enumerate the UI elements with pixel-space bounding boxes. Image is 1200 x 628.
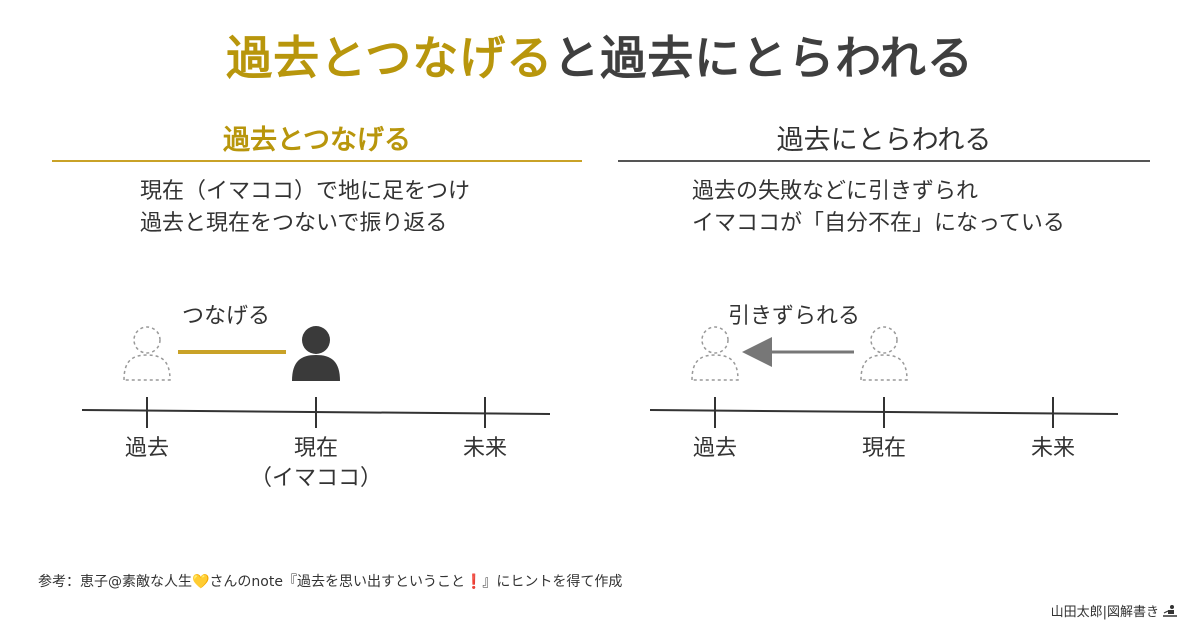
footnote-middle: さんのnote『過去を思い出すということ [209, 574, 465, 590]
left-tick-label-past: 過去 [124, 436, 169, 461]
left-present-text: 現在 [293, 436, 338, 461]
footnote-prefix: 参考：恵子@素敵な人生 [38, 574, 192, 590]
past-person-outline-icon [691, 326, 739, 381]
page-title: 過去とつなげると過去にとらわれる [0, 22, 1200, 88]
reference-footnote: 参考：恵子@素敵な人生💛さんのnote『過去を思い出すということ❗』にヒントを得… [38, 571, 622, 591]
author-credit: 山田太郎|図解書き [1051, 601, 1178, 620]
credit-text: 山田太郎|図解書き [1050, 605, 1159, 620]
past-person-outline-icon [123, 326, 171, 381]
left-present-sublabel: （イマココ） [249, 466, 382, 491]
title-rest: と過去にとらわれる [553, 31, 974, 85]
connect-label: つなげる [182, 304, 271, 329]
right-tick-label-present: 現在 [861, 436, 906, 461]
left-tick-label-present: 現在 （イマココ） [246, 434, 386, 494]
left-desc-line-2: 過去と現在をつないで振り返る [140, 211, 448, 236]
left-tick-label-future: 未来 [462, 436, 507, 461]
title-highlight: 過去とつなげる [226, 31, 554, 85]
left-description: 現在（イマココ）で地に足をつけ 過去と現在をつないで振り返る [140, 176, 470, 240]
right-desc-line-1: 過去の失敗などに引きずられ [692, 179, 979, 204]
left-heading: 過去とつなげる [223, 125, 411, 156]
right-desc-line-2: イマココが「自分不在」になっている [692, 211, 1065, 236]
left-desc-line-1: 現在（イマココ）で地に足をつけ [140, 179, 471, 204]
present-person-outline-icon [860, 326, 908, 381]
writing-person-icon [1163, 605, 1177, 617]
right-heading: 過去にとらわれる [776, 125, 992, 156]
exclamation-icon: ❗ [464, 574, 483, 590]
present-person-icon [292, 326, 340, 381]
left-divider [52, 160, 582, 162]
right-tick-label-past: 過去 [692, 436, 737, 461]
right-tick-label-future: 未来 [1030, 436, 1075, 461]
right-description: 過去の失敗などに引きずられ イマココが「自分不在」になっている [692, 176, 1065, 240]
footnote-suffix: 』にヒントを得て作成 [482, 574, 623, 590]
heart-icon: 💛 [192, 574, 210, 590]
dragged-label: 引きずられる [728, 304, 861, 329]
right-divider [618, 160, 1150, 162]
